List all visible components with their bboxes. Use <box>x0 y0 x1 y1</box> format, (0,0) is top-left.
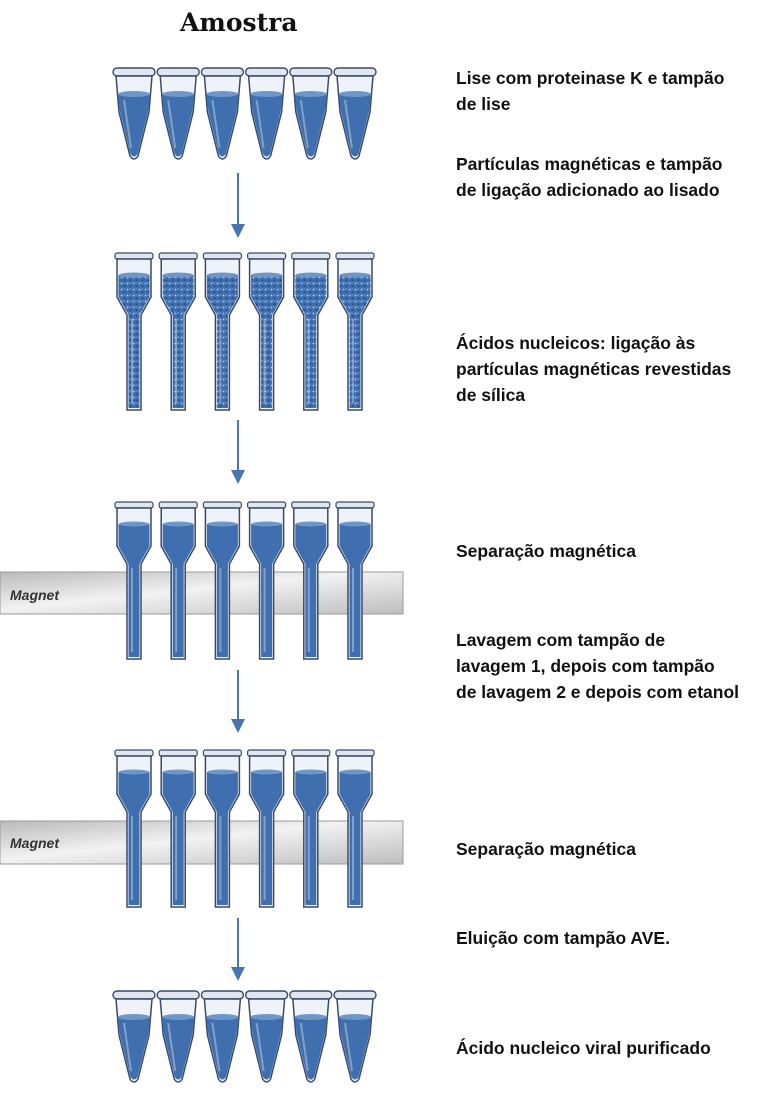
down-arrow-2 <box>231 420 245 484</box>
conical-tube <box>333 990 377 1083</box>
column-tube <box>291 252 331 411</box>
conical-tubes-row-2 <box>112 990 377 1083</box>
conical-tube <box>244 990 289 1083</box>
down-arrow-4 <box>231 918 245 981</box>
conical-tube <box>289 990 333 1083</box>
step-particles-added: Partículas magnéticas e tampão de ligaçã… <box>456 154 723 200</box>
step-magnetic-sep-2: Separação magnética <box>456 839 636 859</box>
column-tube <box>247 501 287 660</box>
column-tube <box>202 749 242 908</box>
magnet-tubes-row-2 <box>114 749 375 908</box>
column-tube <box>202 252 242 411</box>
column-tube <box>158 252 198 411</box>
step-purified-na: Ácido nucleico viral purificado <box>456 1038 711 1058</box>
column-tube <box>247 749 287 908</box>
diagram-title: Amostra <box>180 8 298 37</box>
conical-tube <box>289 67 333 160</box>
conical-tube <box>112 990 156 1083</box>
magnet-label-1: Magnet <box>10 587 60 603</box>
conical-tube <box>244 67 289 160</box>
down-arrow-3 <box>231 670 245 733</box>
column-tube <box>335 749 375 908</box>
conical-tube <box>156 67 200 160</box>
down-arrow-1 <box>231 173 245 238</box>
magnet-tubes-row-1 <box>114 501 375 660</box>
particle-tubes-row <box>114 252 375 411</box>
column-tube <box>291 749 331 908</box>
column-tube <box>291 501 331 660</box>
column-tube <box>247 252 287 411</box>
column-tube <box>335 501 375 660</box>
step-lysis: Lise com proteinase K e tampão de lise <box>456 68 725 114</box>
magnet-label-2: Magnet <box>10 835 60 851</box>
conical-tube <box>200 67 245 160</box>
conical-tube <box>333 67 377 160</box>
column-tube <box>158 501 198 660</box>
step-elution: Eluição com tampão AVE. <box>456 928 670 948</box>
column-tube <box>114 252 154 411</box>
conical-tube <box>112 67 156 160</box>
magnet-bar-2 <box>0 820 404 865</box>
column-tube <box>335 252 375 411</box>
column-tube <box>202 501 242 660</box>
column-tube <box>158 749 198 908</box>
column-tube <box>114 501 154 660</box>
step-binding: Ácidos nucleicos: ligação às partículas … <box>456 333 732 405</box>
step-washing: Lavagem com tampão de lavagem 1, depois … <box>456 630 740 702</box>
magnet-bar-1 <box>0 571 404 615</box>
step-magnetic-sep-1: Separação magnética <box>456 541 636 561</box>
conical-tube <box>200 990 245 1083</box>
column-tube <box>114 749 154 908</box>
conical-tubes-row-1 <box>112 67 377 160</box>
conical-tube <box>156 990 200 1083</box>
